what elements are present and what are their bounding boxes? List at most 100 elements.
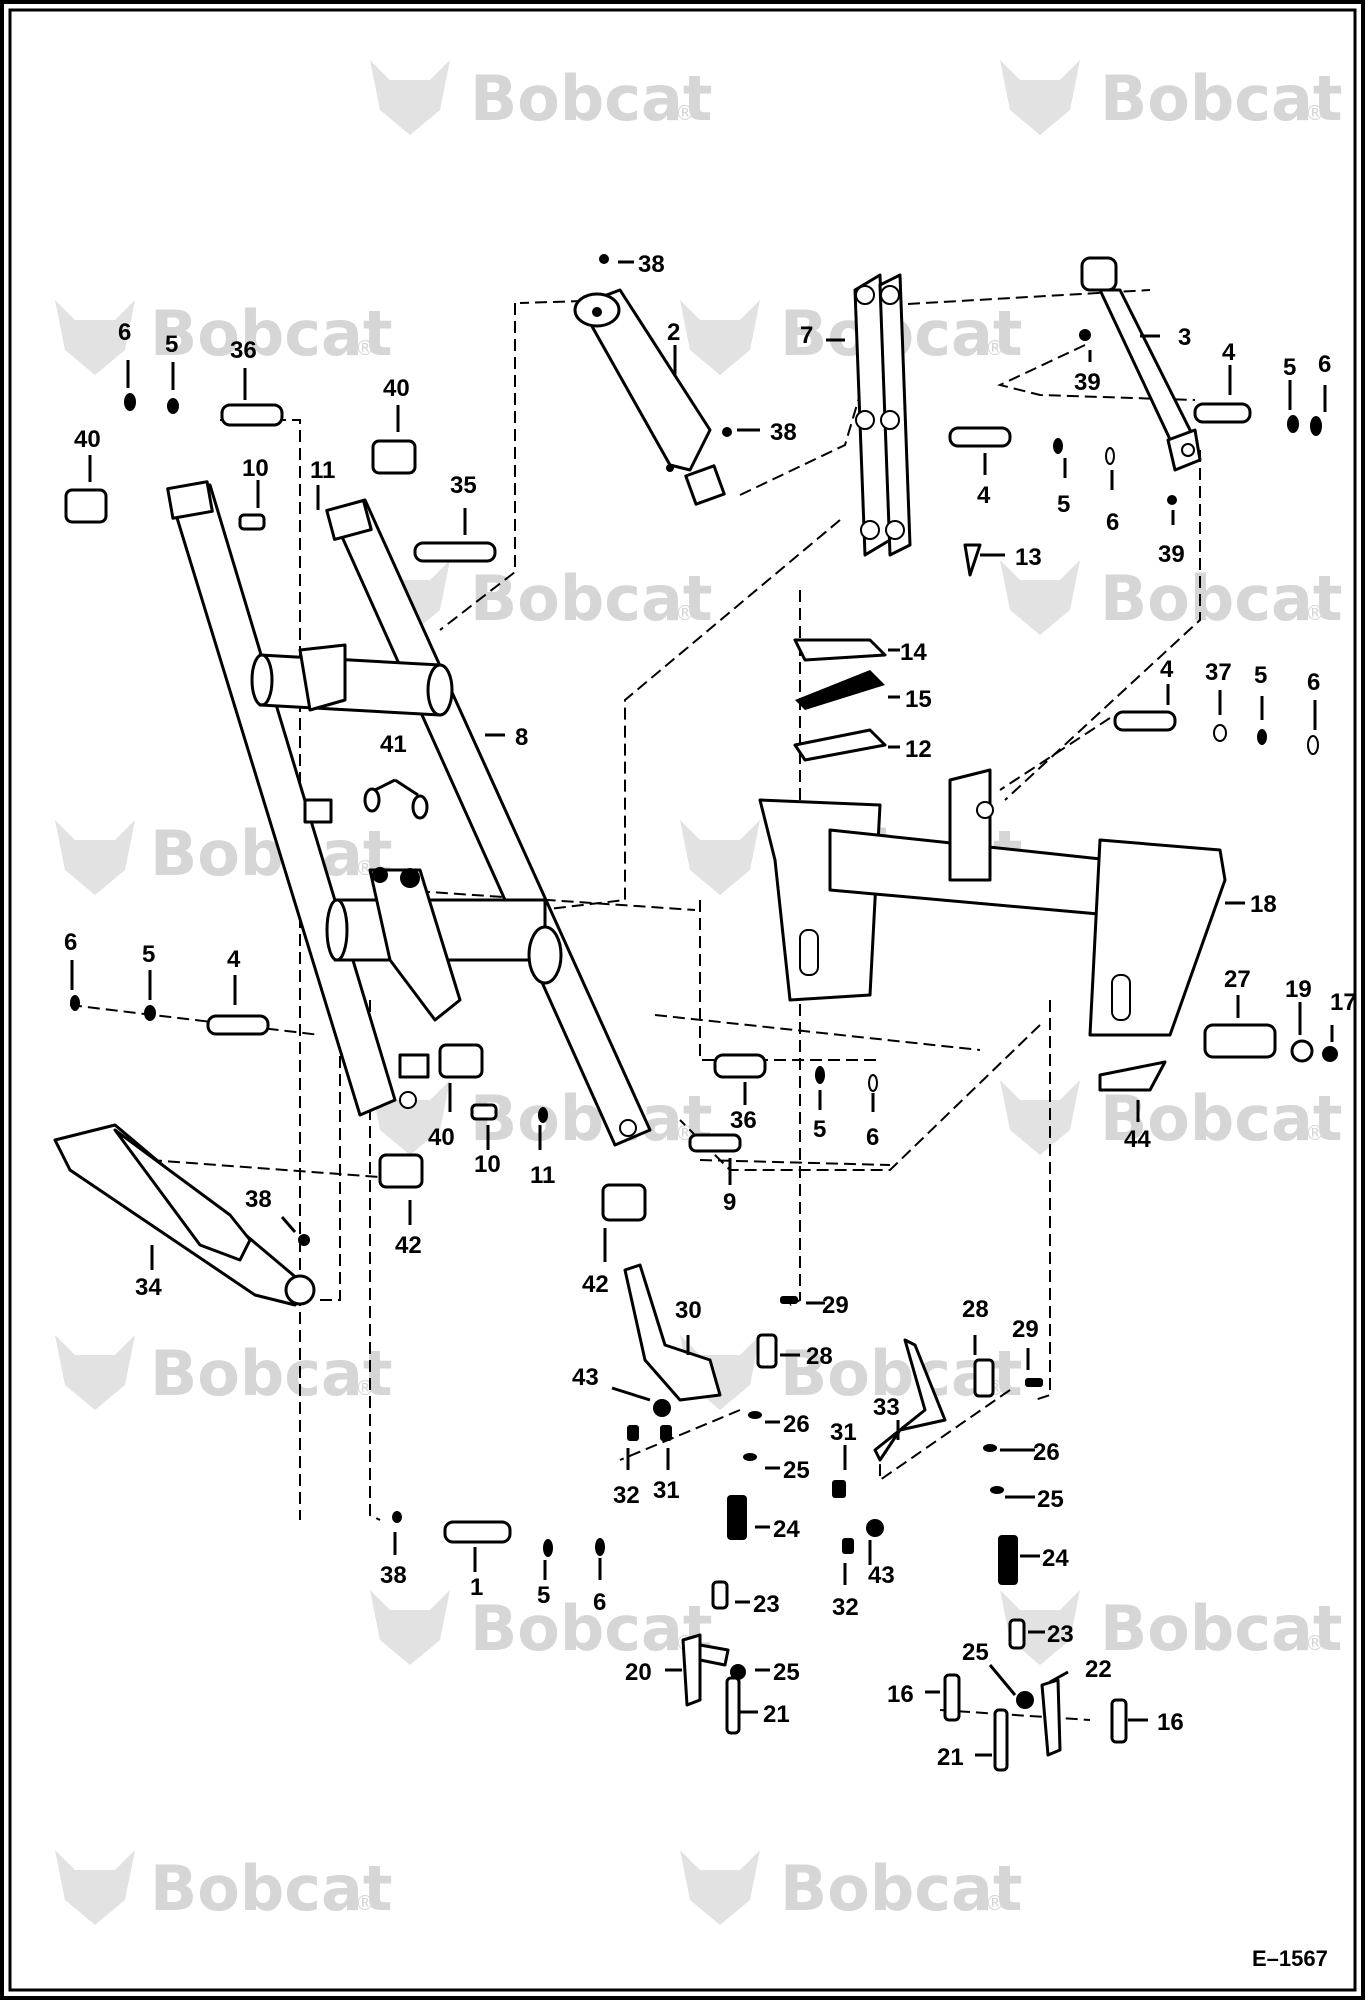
label-23: 23 bbox=[1047, 1621, 1074, 1648]
part-26-washer-a bbox=[748, 1411, 762, 1419]
watermark-logo-icon bbox=[1000, 560, 1080, 635]
label-29: 29 bbox=[822, 1292, 849, 1319]
watermark-text: Bobcat bbox=[1100, 1082, 1342, 1155]
label-25: 25 bbox=[773, 1659, 800, 1686]
part-16-clip-a bbox=[943, 1673, 961, 1722]
watermark-registered-mark: ® bbox=[1305, 1121, 1325, 1145]
label-35: 35 bbox=[450, 472, 477, 499]
label-28: 28 bbox=[806, 1343, 833, 1370]
part-41-ring-b bbox=[411, 794, 429, 820]
part-29-screw-b bbox=[1025, 1378, 1043, 1387]
watermark-text: Bobcat bbox=[1100, 62, 1342, 135]
watermark-registered-mark: ® bbox=[355, 1891, 375, 1915]
label-21: 21 bbox=[937, 1744, 964, 1771]
label-11: 11 bbox=[310, 457, 335, 484]
label-29: 29 bbox=[1012, 1316, 1039, 1343]
part-1-pin bbox=[443, 1520, 512, 1544]
label-5: 5 bbox=[537, 1582, 550, 1609]
part-17-fitting bbox=[1322, 1046, 1338, 1062]
label-38: 38 bbox=[770, 419, 797, 446]
label-32: 32 bbox=[832, 1594, 859, 1621]
label-37: 37 bbox=[1205, 659, 1232, 686]
part-23-sleeve-b bbox=[1008, 1618, 1026, 1650]
label-40: 40 bbox=[383, 375, 410, 402]
label-36: 36 bbox=[730, 1107, 757, 1134]
label-7: 7 bbox=[800, 322, 813, 349]
part-25-washer-c bbox=[730, 1664, 746, 1680]
part-36-pin-lower bbox=[713, 1053, 767, 1079]
part-4-pin-right bbox=[1113, 710, 1177, 732]
watermark-logo-icon bbox=[55, 820, 135, 895]
label-10: 10 bbox=[242, 455, 269, 482]
watermark-registered-mark: ® bbox=[355, 1376, 375, 1400]
part-32-screw-a bbox=[627, 1425, 639, 1441]
leader-lines bbox=[70, 260, 1334, 1757]
label-42: 42 bbox=[582, 1271, 609, 1298]
label-5: 5 bbox=[142, 941, 155, 968]
inner-border bbox=[8, 8, 1357, 1992]
watermark-logo-icon bbox=[55, 300, 135, 375]
label-10: 10 bbox=[474, 1151, 501, 1178]
watermark-logo-icon bbox=[1000, 1080, 1080, 1155]
label-24: 24 bbox=[773, 1516, 800, 1543]
label-5: 5 bbox=[813, 1116, 826, 1143]
label-26: 26 bbox=[783, 1411, 810, 1438]
watermark-registered-mark: ® bbox=[1305, 601, 1325, 625]
part-44-wedge bbox=[1098, 1060, 1167, 1092]
part-18-frame bbox=[758, 768, 1227, 1037]
label-18: 18 bbox=[1250, 891, 1277, 918]
part-33-lever bbox=[873, 1338, 947, 1462]
label-6: 6 bbox=[1307, 669, 1320, 696]
label-38: 38 bbox=[245, 1186, 272, 1213]
label-44: 44 bbox=[1124, 1126, 1151, 1153]
label-6: 6 bbox=[1106, 509, 1119, 536]
watermark-text: Bobcat bbox=[150, 1852, 392, 1925]
part-40-bushing-c bbox=[438, 1043, 484, 1079]
label-25: 25 bbox=[1037, 1486, 1064, 1513]
watermark-text: Bobcat bbox=[150, 1337, 392, 1410]
label-32: 32 bbox=[613, 1482, 640, 1509]
label-38: 38 bbox=[380, 1562, 407, 1589]
label-6: 6 bbox=[593, 1589, 606, 1616]
label-8: 8 bbox=[515, 724, 528, 751]
part-28-pin-b bbox=[973, 1358, 995, 1398]
part-7-link bbox=[853, 273, 912, 557]
label-4: 4 bbox=[977, 482, 991, 509]
small-fasteners bbox=[298, 254, 1177, 1246]
watermark-text: Bobcat bbox=[470, 1592, 712, 1665]
label-17: 17 bbox=[1330, 989, 1357, 1016]
label-4: 4 bbox=[1160, 656, 1174, 683]
label-20: 20 bbox=[625, 1659, 652, 1686]
watermark-logo-icon bbox=[55, 1850, 135, 1925]
label-4: 4 bbox=[1222, 339, 1236, 366]
part-24-spring-b bbox=[998, 1535, 1018, 1585]
label-4: 4 bbox=[227, 946, 241, 973]
part-2-cylinder bbox=[573, 288, 726, 506]
watermark-registered-mark: ® bbox=[355, 336, 375, 360]
part-21-bolt-a bbox=[725, 1676, 741, 1735]
watermark-text: Bobcat bbox=[780, 1852, 1022, 1925]
part-23-sleeve-a bbox=[711, 1580, 729, 1610]
label-5: 5 bbox=[165, 331, 178, 358]
label-23: 23 bbox=[753, 1591, 780, 1618]
label-5: 5 bbox=[1254, 662, 1267, 689]
part-22-bracket bbox=[1040, 1678, 1062, 1757]
watermark-logo-icon bbox=[370, 1590, 450, 1665]
label-21: 21 bbox=[763, 1701, 790, 1728]
label-15: 15 bbox=[905, 686, 932, 713]
part-25-washer-b bbox=[990, 1486, 1004, 1494]
label-1: 1 bbox=[470, 1574, 483, 1601]
watermark-logo-icon bbox=[370, 60, 450, 135]
watermark-text: Bobcat bbox=[1100, 562, 1342, 635]
label-39: 39 bbox=[1074, 369, 1101, 396]
label-27: 27 bbox=[1224, 966, 1251, 993]
label-5: 5 bbox=[1057, 491, 1070, 518]
watermark-registered-mark: ® bbox=[985, 1891, 1005, 1915]
part-27-pin bbox=[1203, 1023, 1277, 1059]
part-12-plate bbox=[793, 728, 887, 762]
label-36: 36 bbox=[230, 337, 257, 364]
label-33: 33 bbox=[873, 1394, 900, 1421]
watermark-logo-icon bbox=[680, 1850, 760, 1925]
